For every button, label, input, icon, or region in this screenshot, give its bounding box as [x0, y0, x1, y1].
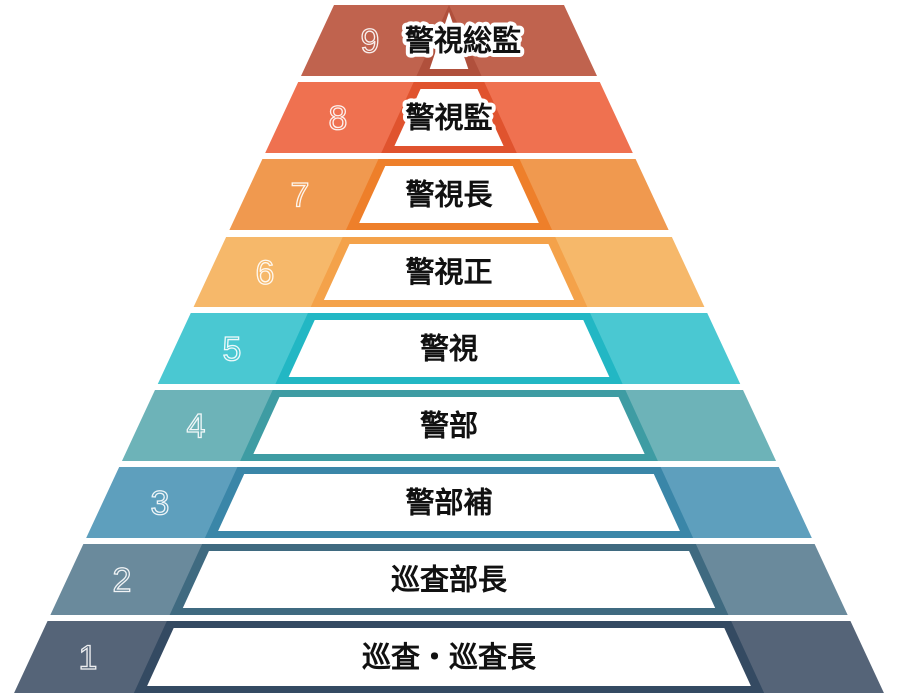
pyramid-tier-6: 6 警視正: [193, 237, 705, 307]
tier-rank-number: 5: [223, 331, 242, 369]
pyramid-tier-7: 7 警視長: [229, 159, 669, 230]
pyramid-tier-1: 1 巡査・巡査長: [14, 621, 884, 693]
tier-label: 警部補: [405, 486, 492, 520]
tier-label: 警視: [420, 332, 478, 366]
tier-rank-number: 4: [187, 408, 206, 446]
tier-rank-number: 8: [329, 100, 348, 138]
tier-rank-number: 6: [256, 254, 275, 292]
tier-label: 巡査部長: [391, 563, 508, 597]
tier-label: 警視長: [405, 178, 493, 212]
tier-label: 警視正: [405, 255, 492, 289]
tier-rank-number: 7: [291, 177, 310, 215]
pyramid-tier-5: 5 警視: [157, 313, 741, 384]
pyramid-tier-3: 3 警部補: [86, 467, 812, 538]
tier-rank-number: 3: [151, 485, 170, 523]
pyramid-tier-9: 9 警視総監: [300, 5, 598, 76]
tier-label: 警視総監: [405, 24, 521, 58]
tier-label-panel: [288, 320, 610, 377]
tier-label-panel: [182, 551, 716, 608]
pyramid-tier-2: 2 巡査部長: [50, 544, 848, 615]
tier-label-panel: [429, 12, 469, 69]
tier-label: 警視監: [405, 101, 492, 135]
tier-label-panel: [323, 244, 575, 300]
tier-rank-number: 9: [361, 23, 380, 61]
tier-label: 警部: [420, 409, 478, 443]
tier-label-panel: [359, 166, 539, 223]
tier-rank-number: 1: [79, 639, 98, 677]
tier-label-panel: [253, 397, 645, 454]
tier-label-panel: [218, 474, 680, 531]
tier-label-panel: [147, 628, 751, 686]
tier-rank-number: 2: [113, 562, 132, 600]
pyramid-tier-8: 8 警視監: [265, 82, 633, 153]
tier-label: 巡査・巡査長: [362, 640, 537, 674]
pyramid-tier-4: 4 警部: [121, 390, 777, 461]
tier-label-panel: [394, 89, 504, 146]
